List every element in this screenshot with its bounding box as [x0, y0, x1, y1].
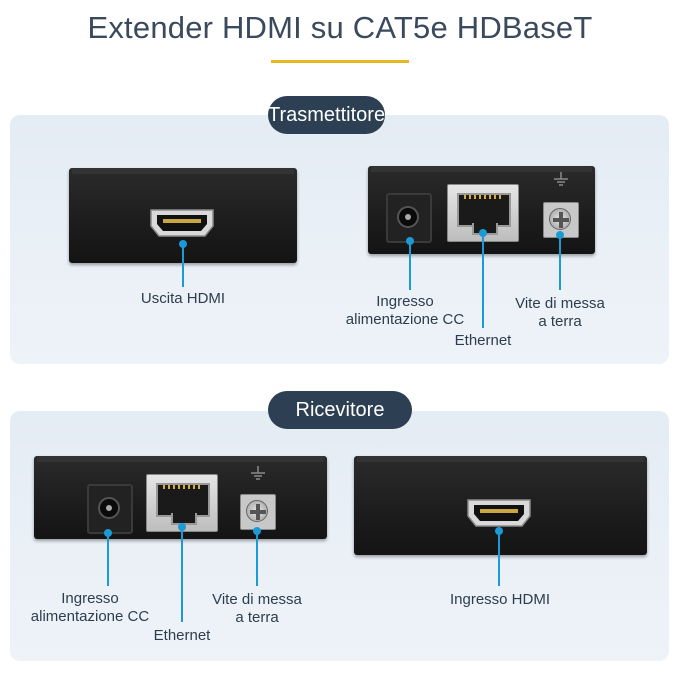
rx-ethernet-leader: [178, 523, 186, 622]
tx-ethernet-label: Ethernet: [454, 332, 512, 349]
rx-ethernet-label: Ethernet: [153, 627, 211, 644]
tx-ground-leader: [556, 231, 564, 290]
transmitter-front-device: [69, 168, 297, 263]
rx-dc-label: Ingresso alimentazione CC: [30, 590, 150, 625]
rx-ground-label: Vite di messa a terra: [212, 591, 302, 626]
rx-ground-leader: [253, 527, 261, 586]
dc-jack-icon: [386, 193, 432, 243]
ethernet-port-icon: [146, 474, 218, 532]
ground-symbol-icon: [554, 172, 568, 186]
transmitter-back-device: [368, 166, 595, 254]
hdmi-port-icon: [150, 209, 214, 237]
title-underline: [271, 60, 409, 63]
rx-hdmi-in-leader: [495, 527, 503, 586]
tx-ethernet-leader: [479, 229, 487, 328]
ethernet-port-icon: [447, 184, 519, 242]
tx-dc-label: Ingresso alimentazione CC: [345, 293, 465, 328]
tx-ground-label: Vite di messa a terra: [515, 295, 605, 330]
tx-hdmi-out-leader: [179, 240, 187, 287]
receiver-heading: Ricevitore: [268, 391, 412, 429]
rx-hdmi-in-label: Ingresso HDMI: [449, 591, 551, 608]
hdmi-port-icon: [467, 499, 531, 527]
ground-screw-icon: [240, 494, 276, 530]
ground-symbol-icon: [251, 466, 265, 480]
page-title: Extender HDMI su CAT5e HDBaseT: [87, 10, 593, 45]
dc-jack-icon: [87, 484, 133, 534]
rx-dc-leader: [104, 529, 112, 586]
tx-dc-leader: [406, 237, 414, 290]
tx-hdmi-out-label: Uscita HDMI: [140, 290, 226, 307]
receiver-front-device: [354, 456, 647, 555]
transmitter-heading: Trasmettitore: [268, 96, 385, 134]
